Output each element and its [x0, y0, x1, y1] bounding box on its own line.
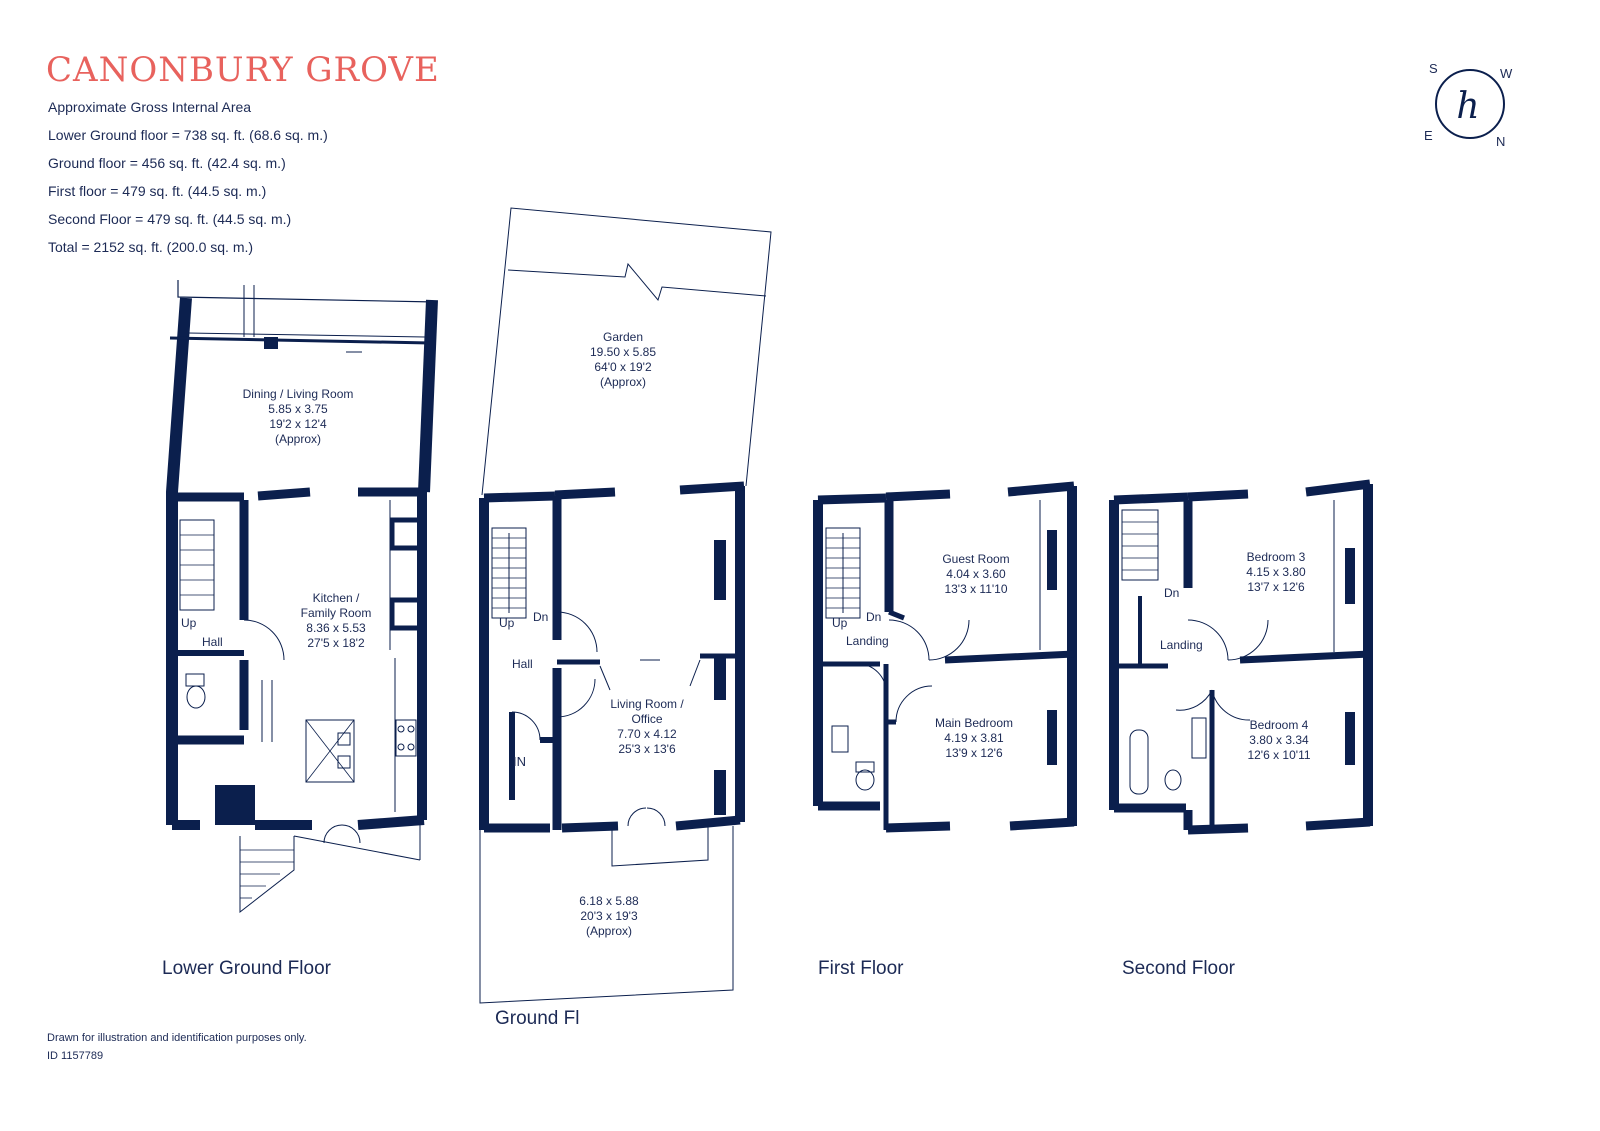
main-bedroom-imperial: 13'9 x 12'6: [945, 746, 1003, 760]
guest-room-label: Guest Room: [942, 552, 1009, 566]
disclaimer: Drawn for illustration and identificatio…: [47, 1032, 307, 1044]
guest-room-imperial: 13'3 x 11'10: [944, 582, 1007, 596]
front-area-metric: 6.18 x 5.88: [579, 894, 639, 908]
first-floor-labels: Guest Room 4.04 x 3.60 13'3 x 11'10 Main…: [818, 552, 1013, 979]
g-up-label: Up: [499, 616, 515, 630]
g-hall-label: Hall: [512, 657, 533, 671]
bedroom-4-imperial: 12'6 x 10'11: [1247, 748, 1310, 762]
s-landing-label: Landing: [1160, 638, 1203, 652]
garden-metric: 19.50 x 5.85: [590, 345, 656, 359]
property-title: CANONBURY GROVE: [46, 50, 440, 90]
garden-imperial: 64'0 x 19'2: [594, 360, 652, 374]
dining-room-metric: 5.85 x 3.75: [268, 402, 328, 416]
compass-s: S: [1429, 61, 1438, 76]
living-room-metric: 7.70 x 4.12: [617, 727, 677, 741]
living-room-imperial: 25'3 x 13'6: [618, 742, 676, 756]
f-dn-label: Dn: [866, 610, 881, 624]
second-floor-plan: [1109, 479, 1373, 835]
kitchen-label: Kitchen /: [313, 591, 360, 605]
garden-label: Garden: [603, 330, 643, 344]
compass-logo-icon: h S W E N: [1424, 61, 1513, 149]
area-heading: Approximate Gross Internal Area: [48, 99, 252, 115]
guest-room-metric: 4.04 x 3.60: [946, 567, 1006, 581]
bedroom-3-imperial: 13'7 x 12'6: [1247, 580, 1305, 594]
main-bedroom-label: Main Bedroom: [935, 716, 1013, 730]
garden-approx: (Approx): [600, 375, 646, 389]
dining-room-label: Dining / Living Room: [243, 387, 354, 401]
living-room-label-2: Office: [631, 712, 662, 726]
area-first: First floor = 479 sq. ft. (44.5 sq. m.): [48, 183, 267, 199]
plan-id: ID 1157789: [47, 1050, 104, 1062]
g-dn-label: Dn: [533, 610, 548, 624]
dining-room-approx: (Approx): [275, 432, 321, 446]
bedroom-4-metric: 3.80 x 3.34: [1249, 733, 1309, 747]
lg-up-label: Up: [181, 616, 197, 630]
s-dn-label: Dn: [1164, 586, 1179, 600]
f-up-label: Up: [832, 616, 848, 630]
lower-ground-floor-plan: [166, 280, 438, 914]
front-area-approx: (Approx): [586, 924, 632, 938]
main-bedroom-metric: 4.19 x 3.81: [944, 731, 1004, 745]
kitchen-label-2: Family Room: [301, 606, 372, 620]
bedroom-3-metric: 4.15 x 3.80: [1246, 565, 1306, 579]
lg-hall-label: Hall: [202, 635, 223, 649]
compass-e: E: [1424, 128, 1433, 143]
lower-ground-floor-label: Lower Ground Floor: [162, 958, 332, 979]
bedroom-3-label: Bedroom 3: [1247, 550, 1306, 564]
f-landing-label: Landing: [846, 634, 889, 648]
area-second: Second Floor = 479 sq. ft. (44.5 sq. m.): [48, 211, 292, 227]
area-summary: Approximate Gross Internal Area Lower Gr…: [48, 93, 328, 261]
area-total: Total = 2152 sq. ft. (200.0 sq. m.): [48, 239, 254, 255]
living-room-label: Living Room /: [610, 697, 684, 711]
kitchen-metric: 8.36 x 5.53: [306, 621, 366, 635]
area-ground: Ground floor = 456 sq. ft. (42.4 sq. m.): [48, 155, 286, 171]
area-lower-ground: Lower Ground floor = 738 sq. ft. (68.6 s…: [48, 127, 328, 143]
bedroom-4-label: Bedroom 4: [1250, 718, 1309, 732]
ground-labels: Garden 19.50 x 5.85 64'0 x 19'2 (Approx)…: [495, 330, 684, 1029]
dining-room-imperial: 19'2 x 12'4: [269, 417, 327, 431]
first-floor-label: First Floor: [818, 958, 904, 979]
second-floor-label: Second Floor: [1122, 958, 1236, 979]
compass-logo-letter: h: [1456, 86, 1479, 127]
first-floor-plan: [813, 481, 1077, 833]
compass-w: W: [1500, 66, 1513, 81]
front-area-imperial: 20'3 x 19'3: [580, 909, 638, 923]
ground-floor-plan: [479, 207, 772, 1004]
entrance-label: IN: [513, 754, 526, 769]
compass-n: N: [1496, 134, 1505, 149]
kitchen-imperial: 27'5 x 18'2: [307, 636, 365, 650]
ground-floor-label: Ground Fl: [495, 1008, 579, 1029]
lower-ground-labels: Dining / Living Room 5.85 x 3.75 19'2 x …: [162, 387, 371, 979]
second-floor-labels: Bedroom 3 4.15 x 3.80 13'7 x 12'6 Bedroo…: [1122, 550, 1311, 979]
